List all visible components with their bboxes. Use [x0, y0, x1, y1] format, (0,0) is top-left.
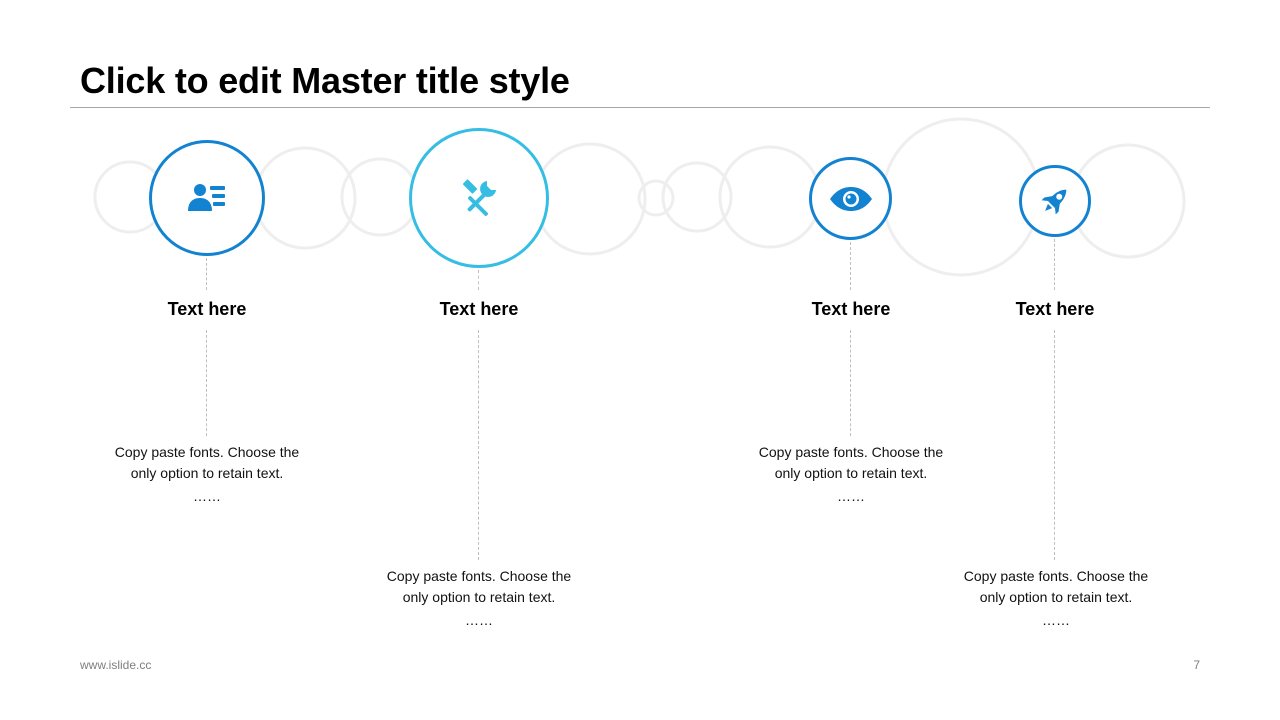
connector-line-2	[478, 270, 479, 290]
item-description-2: Copy paste fonts. Choose the only option…	[369, 566, 589, 632]
item-desc-line: Copy paste fonts. Choose the	[386, 568, 572, 584]
connector-line-1	[206, 258, 207, 290]
deco-circle	[881, 117, 1041, 277]
item-heading-3: Text here	[811, 299, 891, 319]
item-description-1: Copy paste fonts. Choose the only option…	[97, 442, 317, 508]
item-desc-line: only option to retain text.	[774, 465, 928, 481]
item-desc-line: only option to retain text.	[979, 589, 1133, 605]
deco-circle	[533, 142, 647, 256]
user-list-icon	[188, 184, 225, 211]
item-description-4: Copy paste fonts. Choose the only option…	[946, 566, 1166, 632]
node-circle-3	[809, 157, 892, 240]
connector-line-3	[850, 242, 851, 290]
tools-icon	[462, 179, 496, 216]
eye-icon	[829, 186, 872, 211]
rocket-icon	[1041, 189, 1067, 215]
item-desc-line: only option to retain text.	[402, 589, 556, 605]
item-desc-dots: ……	[837, 488, 865, 504]
item-desc-line: only option to retain text.	[130, 465, 284, 481]
deco-circle	[340, 157, 420, 237]
item-desc-line: Copy paste fonts. Choose the	[963, 568, 1149, 584]
item-desc-dots: ……	[465, 612, 493, 628]
item-desc-line: Copy paste fonts. Choose the	[758, 444, 944, 460]
connector-line-4b	[1054, 330, 1055, 560]
deco-circle	[253, 146, 357, 250]
node-circle-4	[1019, 165, 1091, 237]
connector-line-1b	[206, 330, 207, 436]
node-circle-1	[149, 140, 265, 256]
item-heading-1: Text here	[167, 299, 247, 319]
title-divider	[70, 107, 1210, 108]
item-desc-dots: ……	[193, 488, 221, 504]
deco-circle	[661, 161, 733, 233]
slide-title: Click to edit Master title style	[80, 60, 570, 101]
deco-circle	[637, 179, 675, 217]
connector-line-3b	[850, 330, 851, 436]
page-number: 7	[1193, 658, 1200, 672]
item-heading-4: Text here	[1015, 299, 1095, 319]
item-heading-2: Text here	[439, 299, 519, 319]
item-desc-line: Copy paste fonts. Choose the	[114, 444, 300, 460]
item-description-3: Copy paste fonts. Choose the only option…	[741, 442, 961, 508]
connector-line-4	[1054, 239, 1055, 290]
connector-line-2b	[478, 330, 479, 560]
item-desc-dots: ……	[1042, 612, 1070, 628]
node-circle-2	[409, 128, 549, 268]
footer-url: www.islide.cc	[80, 658, 152, 672]
deco-circle	[718, 145, 822, 249]
